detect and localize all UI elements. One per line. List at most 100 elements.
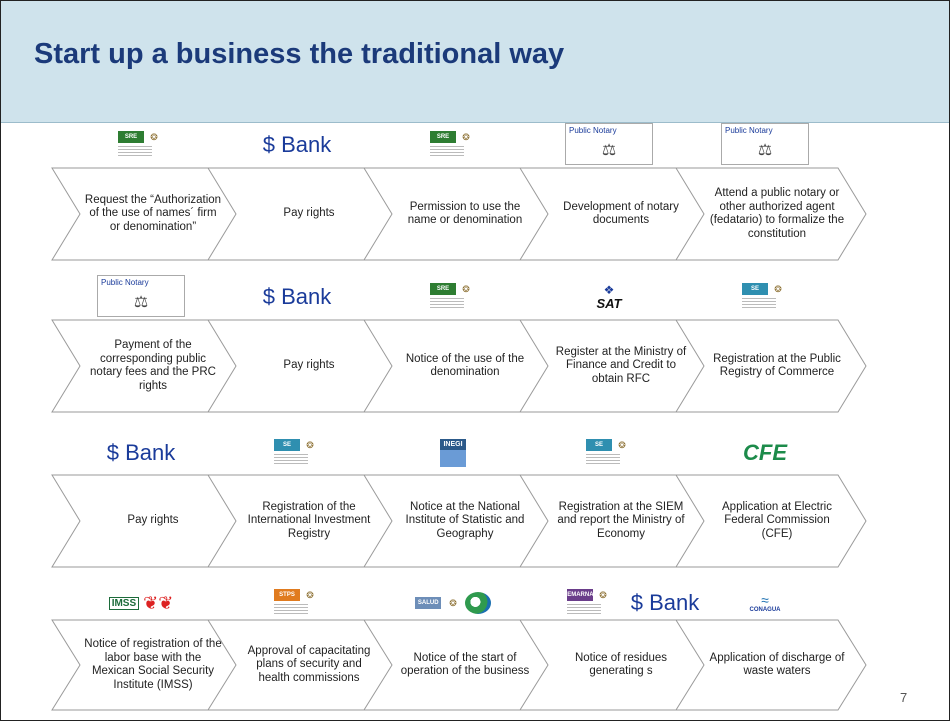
process-step-text: Notice at the National Institute of Stat…: [405, 500, 525, 540]
se-logo-icon: SE ❂: [710, 280, 820, 314]
sre-logo-text: SRE: [430, 131, 456, 143]
eagle-seal-icon: ❂: [618, 439, 626, 450]
eagle-seal-icon: ❂: [150, 131, 158, 142]
process-step: Notice of registration of the labor base…: [51, 619, 243, 711]
eagle-seal-icon: ❂: [599, 589, 607, 600]
bank-icon: $ Bank: [620, 586, 710, 620]
se-logo-text: SE: [586, 439, 612, 451]
public-notary-icon: Public Notary ⚖: [720, 122, 810, 166]
process-step: Register at the Ministry of Finance and …: [519, 319, 711, 413]
bank-label: $ Bank: [630, 590, 700, 615]
public-notary-icon: Public Notary ⚖: [96, 274, 186, 318]
process-step: Application at Electric Federal Commissi…: [675, 474, 867, 568]
process-step: Notice of residues generating s: [519, 619, 711, 711]
process-step: Application of discharge of waste waters: [675, 619, 867, 711]
bank-icon: $ Bank: [242, 128, 352, 162]
inegi-logo-icon: INEGI: [398, 436, 508, 470]
eagle-seal-icon: ❂: [306, 439, 314, 450]
inegi-mark: INEGI: [440, 439, 466, 467]
bank-label: $ Bank: [262, 132, 332, 157]
sre-logo-text: SRE: [118, 131, 144, 143]
process-step-text: Request the “Authorization of the use of…: [84, 193, 222, 233]
public-notary-label: Public Notary: [101, 278, 149, 287]
process-step: Registration of the International Invest…: [207, 474, 399, 568]
health-emblem-icon: [464, 592, 491, 614]
process-step-text: Notice of the start of operation of the …: [400, 651, 530, 678]
conagua-label: CONAGUA: [749, 607, 781, 613]
scales-icon: ⚖: [757, 142, 773, 159]
chevron-shape: [675, 167, 867, 261]
semarnat-logo-text: SEMARNAT: [563, 589, 597, 601]
chevron-shape: [675, 474, 867, 568]
process-step-text: Notice of registration of the labor base…: [84, 638, 222, 691]
chevron-shape: [675, 319, 867, 413]
process-step-text: Pay rights: [127, 514, 179, 527]
chevron-outline: [675, 474, 867, 568]
slide-title: Start up a business the traditional way: [34, 38, 565, 70]
eagle-seal-icon: ❂: [306, 589, 314, 600]
process-step-text: Development of notary documents: [563, 200, 679, 227]
process-step: Notice of the use of the denomination: [363, 319, 555, 413]
process-step: Development of notary documents: [519, 167, 711, 261]
chevron-outline: [675, 619, 867, 711]
cfe-label: CFE: [743, 440, 787, 465]
bank-icon: $ Bank: [86, 436, 196, 470]
process-step-text: Registration of the International Invest…: [247, 500, 371, 540]
public-notary-label: Public Notary: [569, 126, 617, 135]
process-step-text: Pay rights: [283, 207, 335, 220]
bank-label: $ Bank: [262, 284, 332, 309]
chevron-outline: [675, 167, 867, 261]
process-step: Permission to use the name or denominati…: [363, 167, 555, 261]
imss-mark: IMSS: [108, 596, 140, 610]
imss-logo-icon: IMSS❦❦: [86, 586, 196, 620]
process-step: Pay rights: [51, 474, 243, 568]
stps-logo-icon: STPS ❂: [242, 586, 352, 620]
process-step-text: Approval of capacitating plans of securi…: [247, 644, 371, 684]
se-logo-icon: SE ❂: [242, 436, 352, 470]
process-step: Payment of the corresponding public nota…: [51, 319, 243, 413]
process-step: Request the “Authorization of the use of…: [51, 167, 243, 261]
sre-logo-icon: SRE ❂: [86, 128, 196, 162]
process-step-text: Notice of residues generating s: [574, 651, 668, 678]
process-step: Registration at the Public Registry of C…: [675, 319, 867, 413]
process-step-text: Attend a public notary or other authoriz…: [709, 187, 845, 240]
salud-logo-icon: SALUD❂: [398, 586, 508, 620]
conagua-logo-icon: ≈CONAGUA: [710, 586, 820, 620]
eagle-seal-icon: ❂: [462, 283, 470, 294]
page-number: 7: [900, 690, 908, 705]
sat-logo-icon: ❖SAT: [596, 282, 622, 311]
process-step: Notice at the National Institute of Stat…: [363, 474, 555, 568]
sre-logo-text: SRE: [430, 283, 456, 295]
bank-label: $ Bank: [106, 440, 176, 465]
bank-icon: $ Bank: [242, 280, 352, 314]
process-step-text: Pay rights: [283, 359, 335, 372]
scales-icon: ⚖: [601, 142, 617, 159]
eagle-seal-icon: ❂: [774, 283, 782, 294]
sre-logo-icon: SRE ❂: [398, 280, 508, 314]
process-step-text: Register at the Ministry of Finance and …: [555, 345, 687, 385]
process-step: Registration at the SIEM and report the …: [519, 474, 711, 568]
process-step-text: Application of discharge of waste waters: [709, 651, 845, 678]
sat-label: SAT: [596, 295, 622, 311]
family-icon: ❦❦: [143, 592, 174, 613]
process-step-text: Notice of the use of the denomination: [405, 352, 525, 379]
process-step: Attend a public notary or other authoriz…: [675, 167, 867, 261]
se-logo-text: SE: [742, 283, 768, 295]
salud-mark: SALUD: [415, 597, 442, 609]
process-step-text: Permission to use the name or denominati…: [407, 200, 523, 227]
process-step-text: Payment of the corresponding public nota…: [90, 339, 216, 392]
process-step-text: Registration at the SIEM and report the …: [557, 500, 685, 540]
scales-icon: ⚖: [133, 294, 149, 311]
sre-logo-icon: SRE❂: [398, 128, 508, 162]
se-logo-text: SE: [274, 439, 300, 451]
stps-logo-text: STPS: [274, 589, 300, 601]
process-step-text: Application at Electric Federal Commissi…: [722, 500, 832, 540]
se-logo-icon: SE ❂: [554, 436, 664, 470]
title-band: Start up a business the traditional way: [1, 1, 949, 123]
chevron-outline: [675, 319, 867, 413]
public-notary-label: Public Notary: [725, 126, 773, 135]
process-step: Approval of capacitating plans of securi…: [207, 619, 399, 711]
public-notary-icon: Public Notary ⚖: [564, 122, 654, 166]
process-step-text: Registration at the Public Registry of C…: [713, 352, 841, 379]
